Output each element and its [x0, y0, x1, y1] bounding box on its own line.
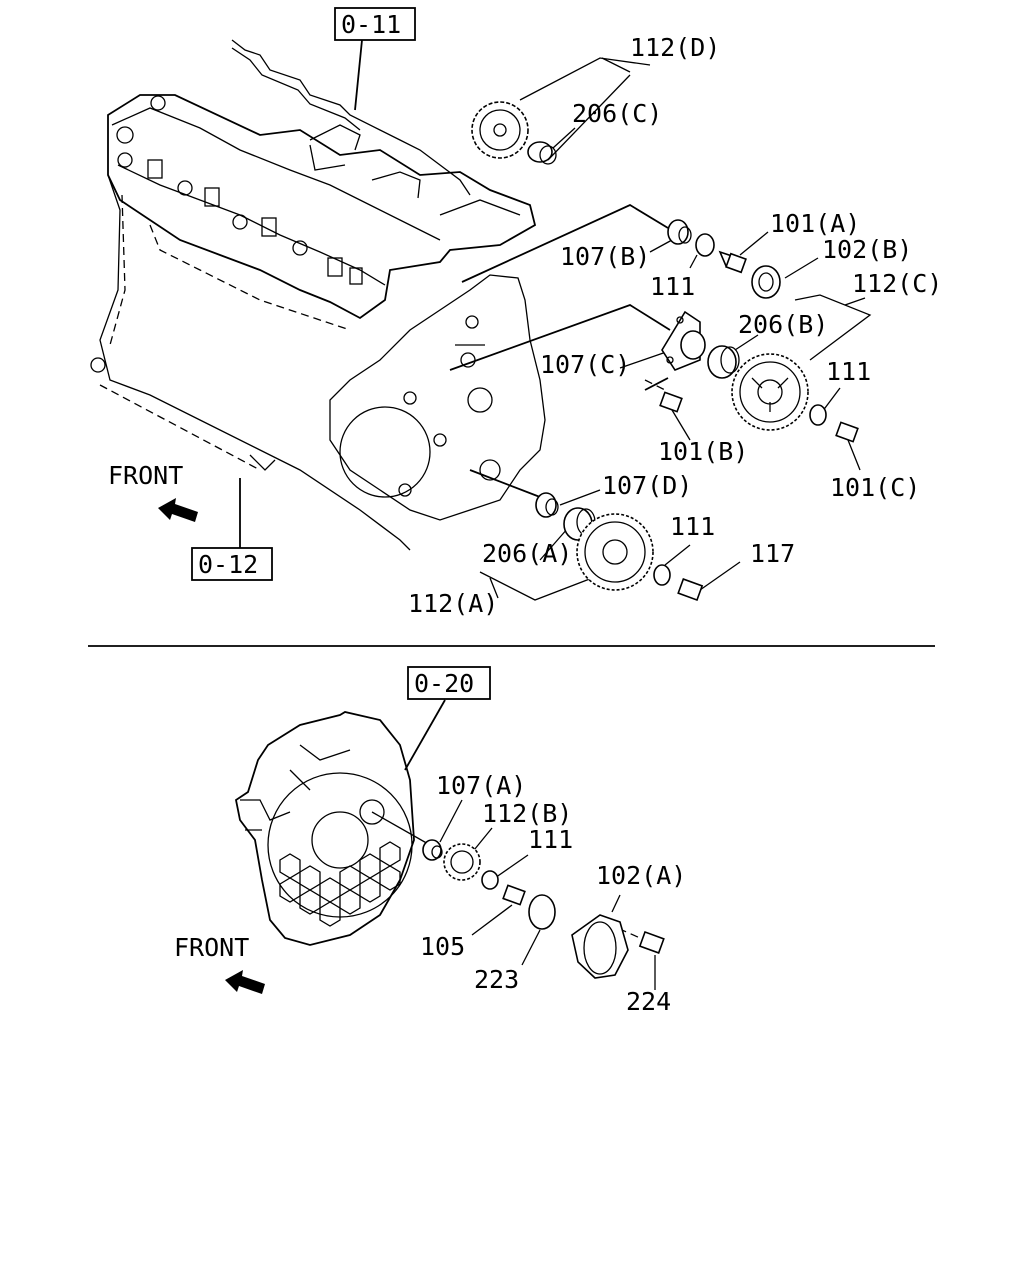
label-111a: 111 [650, 272, 695, 301]
label-107b: 107(B) [560, 242, 650, 271]
front-label-top: FRONT [108, 461, 183, 490]
shaft-107d [535, 492, 559, 518]
ref-box-0-12[interactable] [191, 547, 273, 581]
label-102b: 102(B) [822, 235, 912, 264]
label-112b: 112(B) [482, 799, 572, 828]
label-107a: 107(A) [436, 771, 526, 800]
label-224: 224 [626, 987, 671, 1016]
front-arrow-top-icon [158, 498, 198, 522]
label-101a: 101(A) [770, 209, 860, 238]
washer-111b [809, 404, 827, 426]
idler-shaft-107c [661, 310, 706, 371]
bolt-224 [638, 930, 665, 954]
label-101c: 101(C) [830, 473, 920, 502]
label-105: 105 [420, 932, 465, 961]
front-arrow-bottom-icon [225, 970, 265, 994]
label-206c: 206(C) [572, 99, 662, 128]
bolt-105 [502, 884, 526, 906]
label-206a: 206(A) [482, 539, 572, 568]
bolt-117 [677, 578, 704, 602]
pto-gear-b [443, 843, 481, 881]
ref-box-0-20[interactable] [407, 666, 491, 700]
label-111b: 111 [826, 357, 871, 386]
ref-box-0-11[interactable] [334, 7, 416, 41]
bearing-206c [527, 141, 557, 165]
shaft-107a [422, 839, 443, 861]
washer-111d [481, 870, 499, 890]
seal-102b [751, 265, 781, 299]
label-223: 223 [474, 965, 519, 994]
bottom-parts [422, 839, 665, 979]
front-label-bottom: FRONT [174, 933, 249, 962]
bottom-leader-lines [371, 699, 656, 990]
top-parts [471, 101, 859, 602]
label-107d: 107(D) [602, 471, 692, 500]
ref-0-12[interactable]: 0-12 [198, 550, 258, 579]
bearing-206b [707, 345, 740, 379]
label-111d: 111 [528, 825, 573, 854]
shaft-107b [667, 219, 692, 245]
o-ring-223 [528, 894, 556, 930]
idler-gear-a [576, 513, 654, 591]
bolt-101c [835, 421, 859, 443]
label-107c: 107(C) [540, 350, 630, 379]
label-101b: 101(B) [658, 437, 748, 466]
cam-gear-d [471, 101, 529, 159]
label-111c: 111 [670, 512, 715, 541]
label-206b: 206(B) [738, 310, 828, 339]
engine-block-drawing [90, 39, 546, 551]
flywheel-housing-drawing [234, 711, 415, 946]
bolt-101a [718, 250, 747, 274]
cover-102a [571, 914, 629, 979]
label-112a: 112(A) [408, 589, 498, 618]
washer-111c [653, 564, 671, 586]
ref-0-20[interactable]: 0-20 [414, 669, 474, 698]
idler-gear-c [731, 353, 809, 431]
label-102a: 102(A) [596, 861, 686, 890]
label-112c: 112(C) [852, 269, 942, 298]
label-117: 117 [750, 539, 795, 568]
washer-111a [695, 233, 715, 257]
ref-0-11[interactable]: 0-11 [341, 10, 401, 39]
bolt-101b [659, 391, 683, 413]
label-112d: 112(D) [630, 33, 720, 62]
